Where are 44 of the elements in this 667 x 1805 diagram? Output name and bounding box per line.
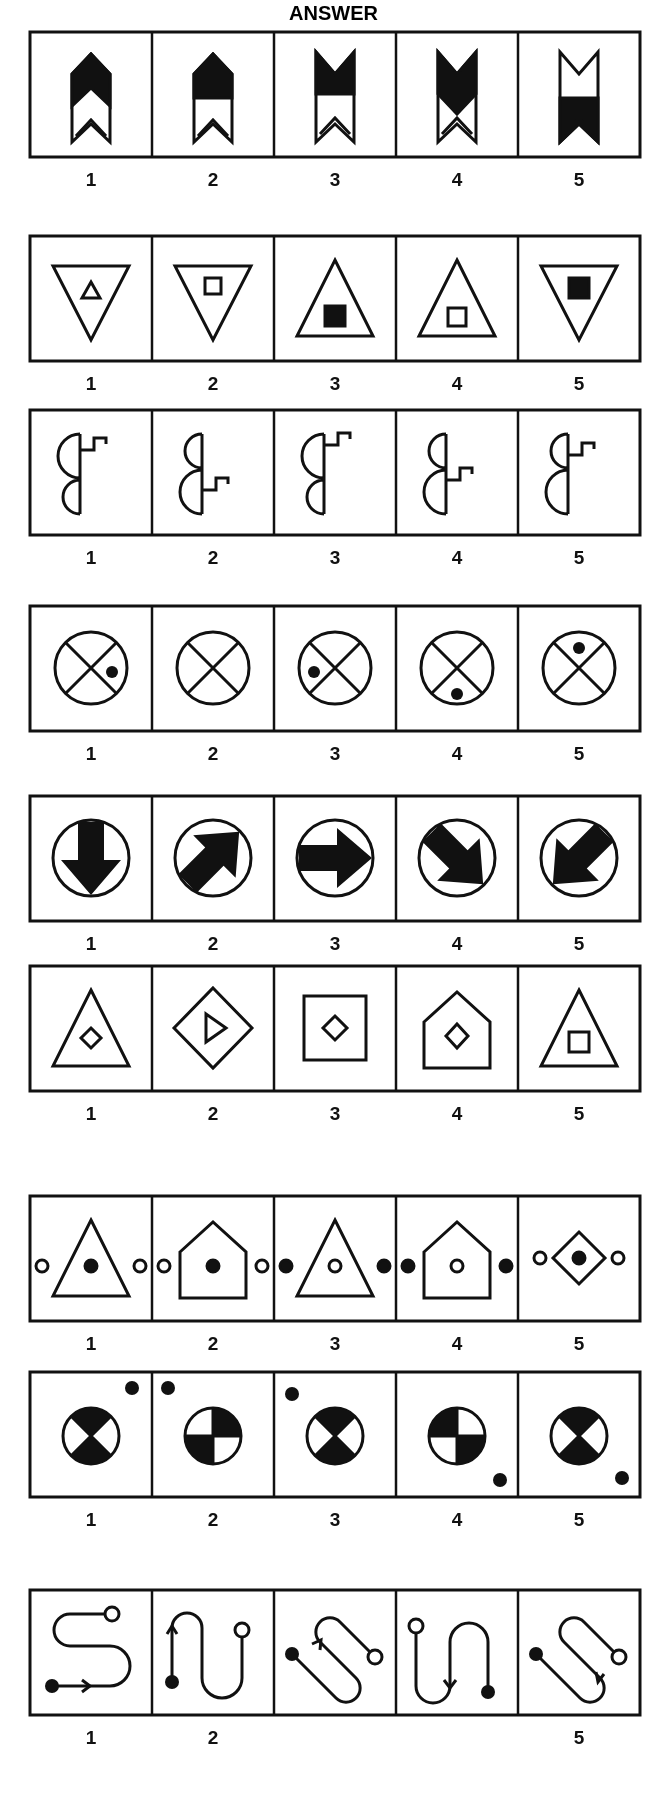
answer-number: 1 [84, 743, 98, 765]
answer-number: 5 [572, 1333, 586, 1355]
answer-number: 5 [572, 1103, 586, 1125]
answer-number: 2 [206, 1333, 220, 1355]
answer-number: 5 [572, 169, 586, 191]
answer-number: 4 [450, 933, 464, 955]
answer-number: 1 [84, 1103, 98, 1125]
answer-number: 4 [450, 743, 464, 765]
answer-number: 1 [84, 1333, 98, 1355]
answer-number: 4 [450, 1509, 464, 1531]
answer-number: 4 [450, 547, 464, 569]
answer-number: 2 [206, 933, 220, 955]
answer-number: 3 [328, 169, 342, 191]
answer-number: 5 [572, 743, 586, 765]
answer-number: 5 [572, 547, 586, 569]
answer-number: 5 [572, 933, 586, 955]
answer-number: 3 [328, 373, 342, 395]
answer-number: 1 [84, 169, 98, 191]
answer-number: 2 [206, 1103, 220, 1125]
answer-number: 2 [206, 1727, 220, 1749]
answer-number: 4 [450, 373, 464, 395]
answer-number: 1 [84, 933, 98, 955]
answer-number: 3 [328, 1509, 342, 1531]
answer-number: 3 [328, 933, 342, 955]
answer-number: 2 [206, 373, 220, 395]
answer-number: 3 [328, 1103, 342, 1125]
answer-number: 5 [572, 1727, 586, 1749]
answer-number: 1 [84, 1727, 98, 1749]
answer-number: 5 [572, 373, 586, 395]
answer-number: 3 [328, 547, 342, 569]
answer-number: 4 [450, 1103, 464, 1125]
answer-number: 2 [206, 743, 220, 765]
heading: ANSWER [288, 2, 379, 25]
answer-number: 2 [206, 1509, 220, 1531]
answer-number: 2 [206, 547, 220, 569]
answer-number: 3 [328, 1333, 342, 1355]
answer-number: 3 [328, 743, 342, 765]
answer-number: 2 [206, 169, 220, 191]
answer-number: 1 [84, 1509, 98, 1531]
answer-number: 4 [450, 169, 464, 191]
answer-number: 1 [84, 373, 98, 395]
answer-number: 4 [450, 1333, 464, 1355]
answer-number: 5 [572, 1509, 586, 1531]
answer-number: 1 [84, 547, 98, 569]
